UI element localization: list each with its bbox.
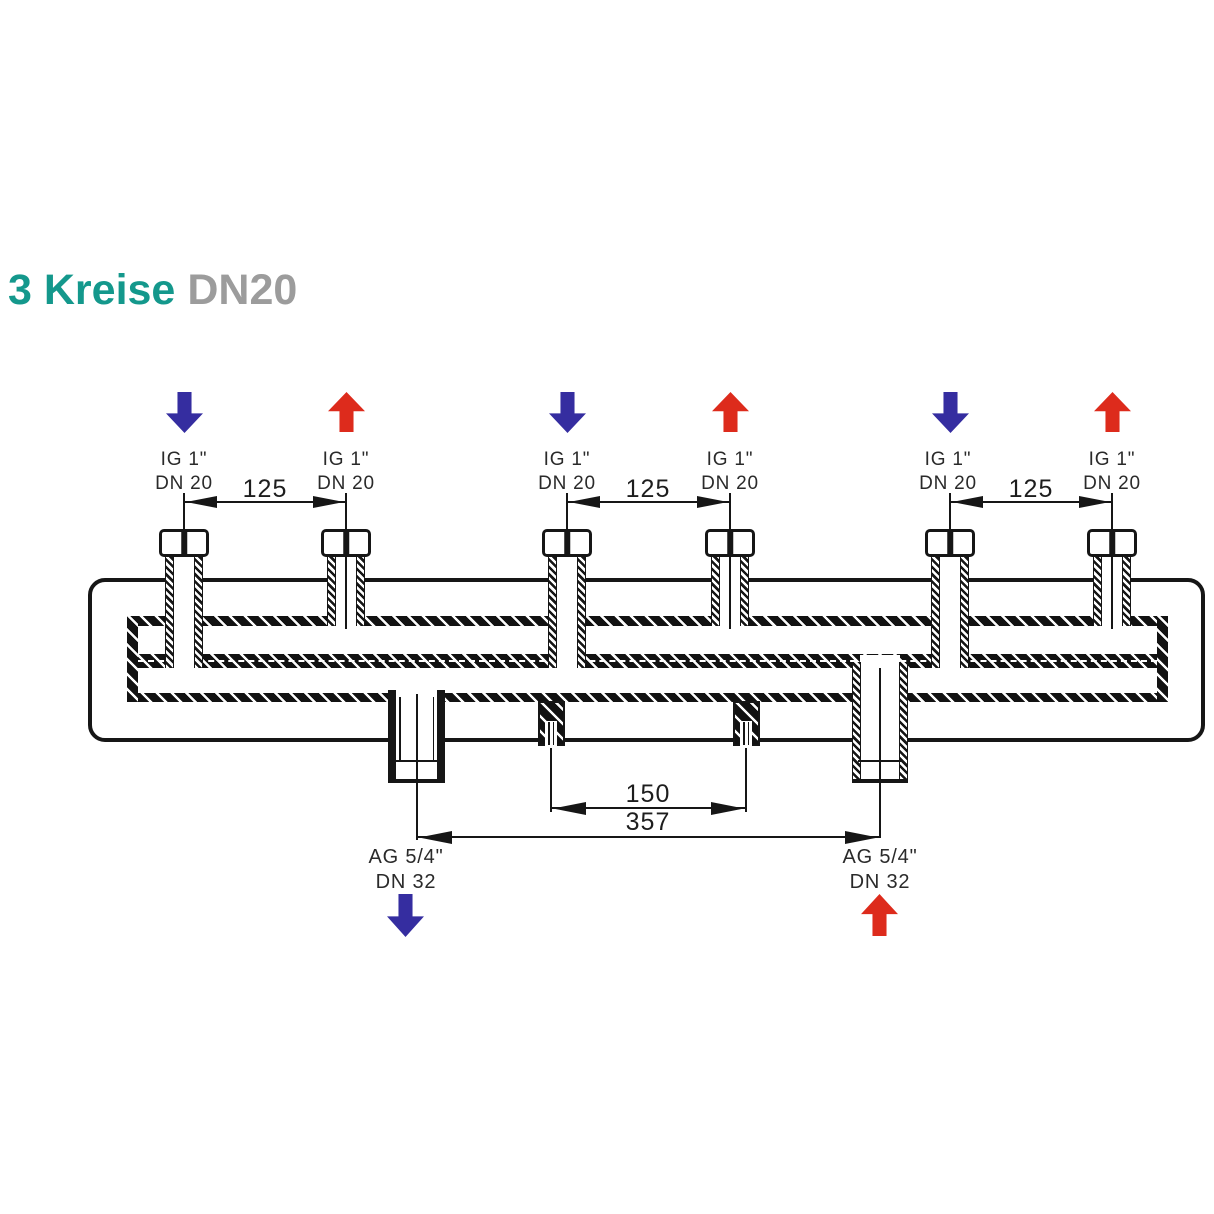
flow-up-arrow-icon [328, 392, 365, 432]
title-size: DN20 [187, 266, 298, 314]
chamber-divider-wall [138, 654, 1157, 668]
dimension-value: 125 [242, 475, 288, 503]
hex-nut [159, 529, 209, 557]
port-label: AG 5/4"DN 32 [842, 846, 918, 893]
pipe-wall [1093, 557, 1102, 626]
port-label: AG 5/4"DN 32 [368, 846, 444, 893]
dim-arrowhead [419, 831, 452, 844]
connection-label: IG 1"DN 20 [701, 449, 759, 494]
dimension-line [950, 501, 1112, 504]
dim-arrowhead [711, 802, 744, 815]
sensor-boss-slot [545, 721, 557, 746]
dimension-value: 150 [625, 780, 671, 808]
supply-port-wall [899, 662, 908, 779]
dimension-line [184, 501, 346, 504]
title-accent: 3 Kreise [8, 266, 176, 314]
extension-line [566, 493, 568, 530]
chamber-left-wall [127, 616, 138, 702]
pipe-wall [327, 557, 336, 626]
flow-up-arrow-icon [712, 392, 749, 432]
sensor-boss-hole [552, 722, 554, 745]
port-centerline [879, 668, 881, 838]
pipe-wall [356, 557, 365, 626]
port-centerline [416, 694, 418, 840]
pipe-wall [577, 557, 586, 668]
connection-label: IG 1"DN 20 [317, 449, 375, 494]
dimension-line [567, 501, 730, 504]
flow-up-arrow-icon [861, 894, 898, 936]
return-port-wall [437, 690, 445, 783]
hex-nut [925, 529, 975, 557]
sensor-boss-slot [740, 721, 752, 746]
dimension-value: 125 [625, 475, 671, 503]
hex-nut [542, 529, 592, 557]
dimension-line [417, 836, 880, 839]
supply-port-wall [852, 662, 861, 779]
flow-down-arrow-icon [549, 392, 586, 433]
port-thread-line [399, 697, 401, 760]
hex-facet [564, 532, 570, 554]
extension-line [949, 493, 951, 530]
return-chamber-bottom-wall [138, 693, 1157, 702]
hex-nut [705, 529, 755, 557]
pipe-bore [174, 556, 194, 670]
hex-facet [181, 532, 187, 554]
supply-chamber-top-wall [138, 616, 1157, 626]
pipe-wall [931, 557, 940, 668]
divider-dash-line [138, 659, 1157, 662]
pipe-wall [548, 557, 557, 668]
return-port-wall [388, 690, 396, 783]
hex-nut [1087, 529, 1137, 557]
connection-label: IG 1"DN 20 [919, 449, 977, 494]
sensor-boss-hole [548, 722, 550, 745]
sensor-boss-hole [743, 722, 745, 745]
pipe-bore [557, 556, 577, 670]
pipe-centerline [1111, 557, 1113, 629]
chamber-right-wall [1157, 616, 1168, 702]
extension-line [1111, 493, 1113, 530]
pipe-centerline [345, 557, 347, 629]
flow-down-arrow-icon [387, 894, 424, 937]
connection-label: IG 1"DN 20 [155, 449, 213, 494]
extension-line [183, 493, 185, 530]
hex-nut [321, 529, 371, 557]
hex-facet [1109, 532, 1115, 554]
dimension-value: 357 [625, 808, 671, 836]
dim-arrowhead [845, 831, 878, 844]
dimension-value: 125 [1008, 475, 1054, 503]
port-thread-line [432, 697, 434, 760]
connection-label: IG 1"DN 20 [538, 449, 596, 494]
hex-facet [947, 532, 953, 554]
pipe-bore [940, 556, 960, 670]
extension-line [550, 748, 552, 812]
flow-down-arrow-icon [932, 392, 969, 433]
dim-arrowhead [553, 802, 586, 815]
pipe-wall [740, 557, 749, 626]
pipe-wall [194, 557, 203, 668]
pipe-wall [165, 557, 174, 668]
pipe-wall [960, 557, 969, 668]
connection-label: IG 1"DN 20 [1083, 449, 1141, 494]
pipe-wall [711, 557, 720, 626]
sensor-boss-hole [747, 722, 749, 745]
hex-facet [343, 532, 349, 554]
extension-line [745, 748, 747, 812]
flow-down-arrow-icon [166, 392, 203, 433]
dimension-line [551, 807, 746, 810]
extension-line [345, 493, 347, 530]
pipe-wall [1122, 557, 1131, 626]
extension-line [729, 493, 731, 530]
extension-line [879, 780, 881, 838]
pipe-centerline [729, 557, 731, 629]
hex-facet [727, 532, 733, 554]
flow-up-arrow-icon [1094, 392, 1131, 432]
